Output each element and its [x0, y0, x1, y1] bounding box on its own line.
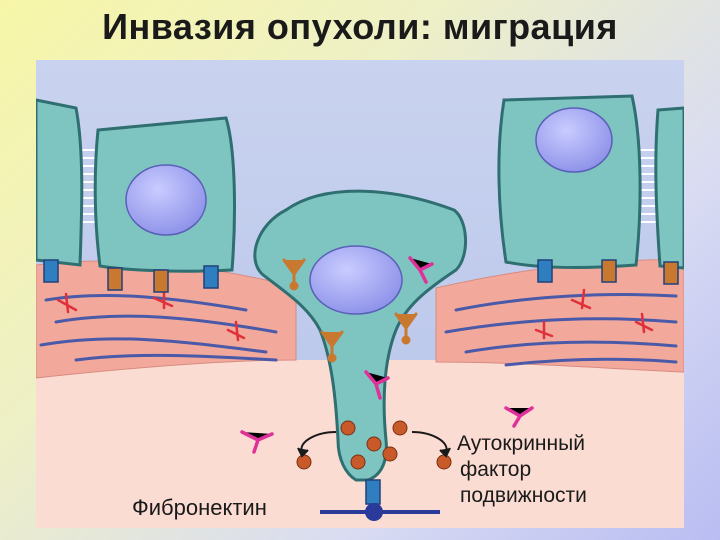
cell-left-edge — [36, 98, 84, 267]
diffusion-arrows — [297, 431, 451, 458]
nucleus-left — [125, 164, 207, 236]
nucleus-right — [535, 107, 613, 173]
orange-receptors — [282, 258, 418, 363]
motility-factor-particles — [296, 420, 452, 470]
autocrine-factor-label-line1: Аутокринный — [457, 432, 585, 455]
fibronectin-fiber — [320, 503, 440, 521]
fibronectin-label: Фибронектин — [132, 495, 267, 520]
slide-title: Инвазия опухоли: миграция — [102, 6, 618, 47]
cell-right-edge — [654, 106, 684, 270]
autocrine-factor-label-line3: подвижности — [460, 484, 587, 507]
invasion-illustration: Фибронектин Аутокринный фактор подвижнос… — [36, 60, 684, 528]
magenta-molecules — [240, 256, 534, 454]
nucleus-tumor — [309, 245, 403, 315]
stromal-fibers — [39, 293, 678, 367]
stroma-crosslinks — [56, 288, 654, 342]
diagram-canvas — [36, 60, 684, 528]
autocrine-factor-label-line2: фактор — [460, 458, 532, 481]
